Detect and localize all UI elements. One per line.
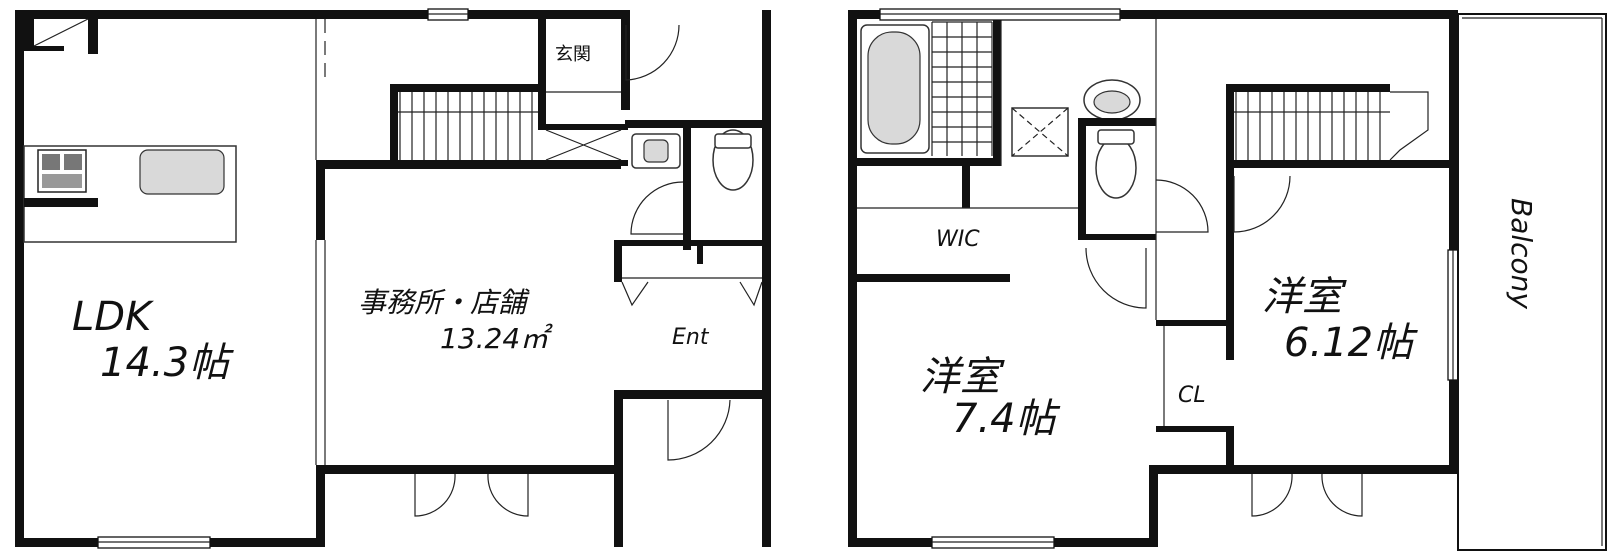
- floor1-kitchen-counter: [23, 145, 237, 243]
- balcony: [1457, 13, 1607, 551]
- floor1-window-top: [427, 8, 469, 21]
- floor1-wall-ent-top: [614, 390, 770, 399]
- floor2-stairs: [1226, 84, 1458, 168]
- floor1-wc-door-swing: [630, 181, 684, 235]
- floor1-door-swing-b: [487, 473, 529, 517]
- room-a-name: 洋室: [920, 354, 1005, 400]
- floor2-bathroom: [857, 19, 1141, 166]
- floor1-door-swing-a: [414, 473, 456, 517]
- ent-label: Ent: [672, 325, 710, 350]
- floor1-genkan-bottom: [538, 124, 628, 130]
- floor1-plan: 玄関: [15, 8, 771, 549]
- floor1-window-bottom: [97, 536, 211, 549]
- floor2-toilet-icon: [1095, 137, 1137, 199]
- floor1-wall-bottom-mid: [316, 465, 623, 474]
- floor1-wc-top: [625, 120, 770, 128]
- room-b-size: 6.12帖: [1284, 320, 1418, 366]
- floor1-office-top: [316, 160, 621, 169]
- floor2-door-swing-b: [1321, 473, 1363, 517]
- ldk-size: 14.3帖: [100, 340, 234, 386]
- floor1-wall-top: [15, 10, 630, 19]
- balcony-label: Balcony: [1505, 198, 1538, 309]
- floor1-wall-ent-left: [614, 390, 623, 547]
- room-a-size: 7.4帖: [952, 396, 1061, 442]
- floor2-wc-door-swing: [1155, 179, 1209, 233]
- floor1-wc: [614, 128, 770, 307]
- floor1-corner-block: [24, 19, 34, 49]
- floor1-ent-door-swing: [667, 399, 731, 461]
- ldk-name: LDK: [72, 294, 154, 340]
- bath-floor-tiles: [931, 21, 993, 156]
- office-size: 13.24㎡: [440, 322, 553, 355]
- floor2-wall-bottom-right: [1149, 465, 1458, 474]
- floor1-entrance-label: 玄関: [555, 44, 591, 65]
- floor1-corner-pillar: [88, 19, 98, 54]
- floor2-room-divider: [1226, 160, 1234, 360]
- floor1-genkan-wall: [538, 19, 546, 129]
- floor2-window-top: [879, 8, 1121, 21]
- floor2-wall-right-top: [1449, 10, 1458, 165]
- floor2-door-swing-a: [1251, 473, 1293, 517]
- floor2-room-b-door-swing: [1233, 175, 1291, 233]
- floor1-wall-left: [15, 10, 24, 547]
- floor1-wall-step: [316, 465, 325, 547]
- floor1-wall-right: [762, 10, 771, 547]
- floor1-divider-top: [316, 160, 325, 240]
- floor1-stairs: [390, 84, 544, 160]
- floor2-wic-post: [962, 166, 970, 208]
- floor1-corner-block-b: [24, 46, 64, 51]
- floor2-wall-left: [848, 10, 857, 547]
- room-b-name: 洋室: [1262, 274, 1347, 320]
- closet-label: CL: [1178, 383, 1206, 408]
- floor2-wall-step: [1149, 465, 1158, 547]
- office-name: 事務所・店舗: [358, 286, 530, 319]
- floor2-plan: WIC 洋室 7.4帖 洋室 6.12帖 CL Balcony: [848, 8, 1607, 551]
- floor1-entrance-door-swing: [625, 24, 680, 81]
- floor2-wc: [1078, 19, 1209, 320]
- kitchen-sink-icon: [139, 149, 225, 195]
- wic-label: WIC: [936, 227, 980, 252]
- floor2-wic-wall: [857, 274, 1010, 282]
- floor2-window-bottom: [931, 536, 1055, 549]
- floor2-wic-door-swing: [1085, 247, 1147, 309]
- floor2-wall-top: [848, 10, 1458, 19]
